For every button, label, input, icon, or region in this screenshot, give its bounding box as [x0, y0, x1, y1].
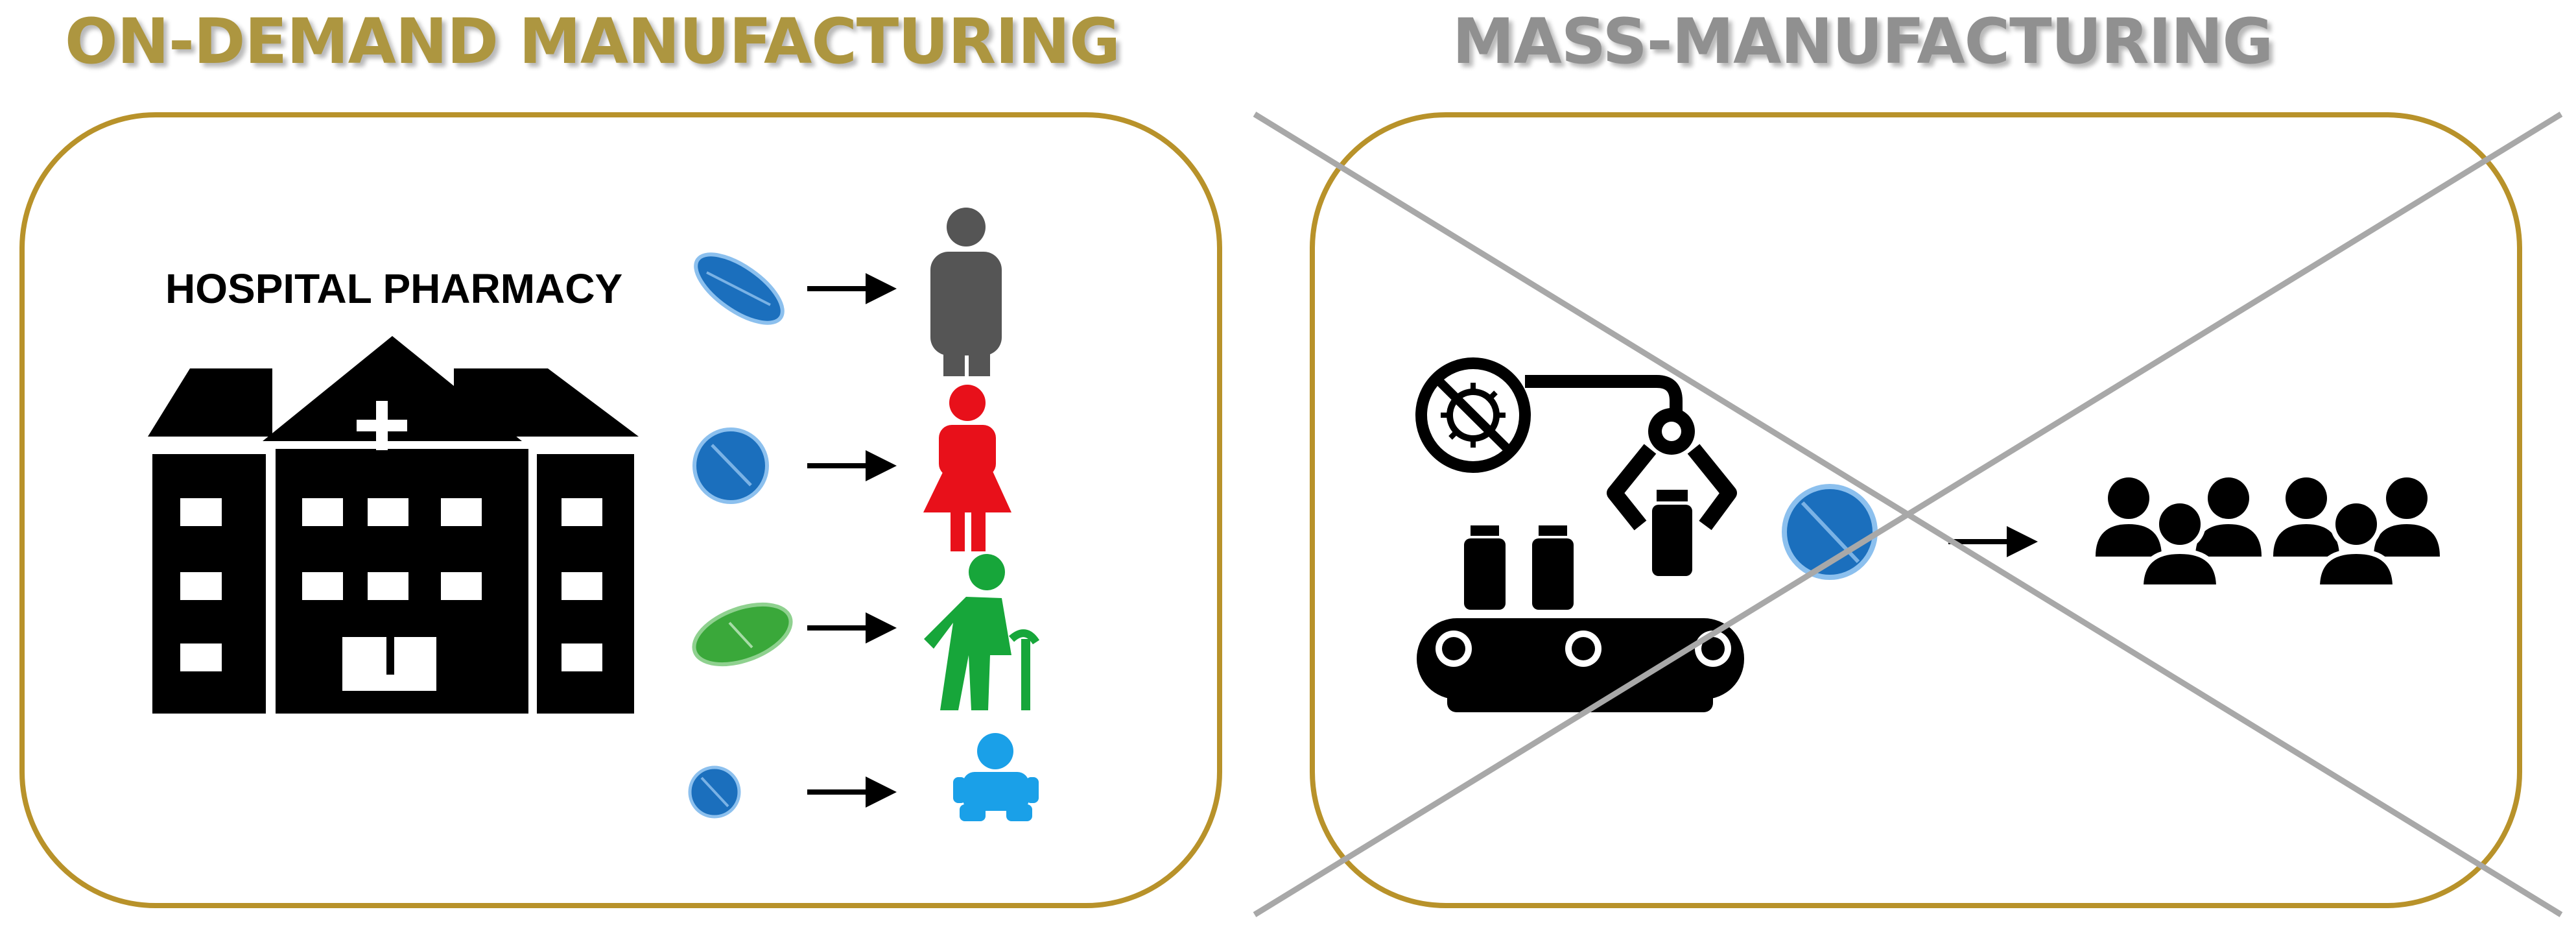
virus-crossed-icon: [1415, 357, 1531, 473]
hospital-icon: [148, 336, 639, 714]
rejection-cross-icon: [1253, 112, 2563, 917]
baby-icon: [953, 733, 1039, 821]
mass-manufacturing-panel: [1310, 112, 2522, 908]
hospital-pharmacy-label: HOSPITAL PHARMACY: [165, 265, 623, 312]
elderly-person-icon: [924, 554, 1040, 710]
blue-round-tablet-icon: [692, 427, 769, 504]
arrow-icons: [807, 273, 897, 808]
woman-icon: [923, 385, 1011, 551]
on-demand-title: ON-DEMAND MANUFACTURING: [65, 5, 1120, 78]
small-blue-tablet-icon: [688, 765, 741, 819]
bottle-icon: [1464, 490, 1692, 610]
green-oval-tablet-icon: [692, 602, 793, 667]
crowd-icon: [2096, 477, 2440, 590]
mass-manufacturing-title: MASS-MANUFACTURING: [1452, 5, 2273, 78]
robotic-arm-icon: [1525, 375, 1737, 531]
blue-oval-tablet-icon: [694, 252, 785, 325]
on-demand-panel: [19, 112, 1222, 908]
conveyor-belt-icon: [1417, 618, 1744, 712]
adult-man-icon: [930, 208, 1002, 376]
